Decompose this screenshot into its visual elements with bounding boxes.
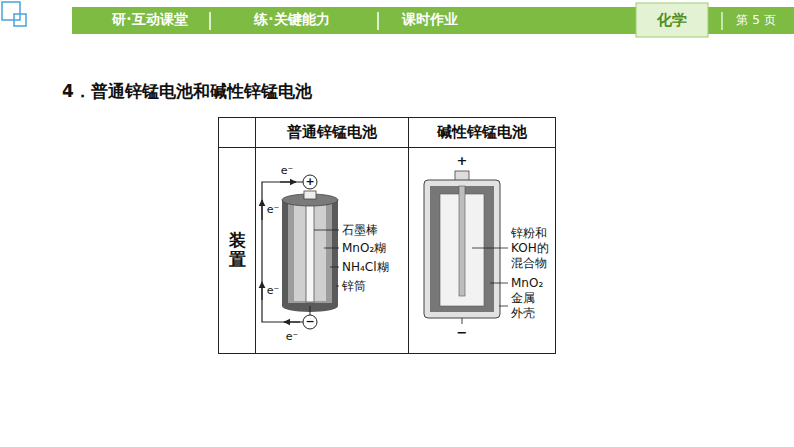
part-label: 锌粉和KOH的混合物: [511, 226, 553, 271]
nav-tab: 练·关键能力: [254, 11, 329, 29]
subject-tab: 化学: [657, 11, 687, 30]
terminal-sign: +: [305, 175, 314, 189]
part-label: 锌筒: [342, 279, 366, 294]
row-header: 装置: [229, 231, 246, 268]
electron-label: e⁻: [281, 164, 294, 178]
table-header: 普通锌锰电池: [287, 123, 377, 142]
table-header: 碱性锌锰电池: [437, 123, 527, 142]
nav-tab: 课时作业: [402, 11, 458, 29]
part-label: NH₄Cl糊: [342, 260, 389, 275]
alkaline-battery: [424, 171, 508, 324]
terminal-sign: −: [305, 315, 314, 329]
electron-label: e⁻: [286, 330, 299, 344]
part-label: MnO₂: [511, 276, 543, 291]
part-label: MnO₂糊: [342, 241, 386, 256]
electron-label: e⁻: [267, 284, 280, 298]
electron-label: e⁻: [267, 203, 280, 217]
table-grid: [219, 118, 556, 354]
page-number: 第 5 页: [736, 13, 775, 28]
ordinary-battery: [262, 175, 339, 329]
terminal-sign: +: [457, 153, 468, 169]
terminal-sign: −: [457, 325, 468, 341]
part-label: 金属外壳: [511, 291, 537, 321]
header-decoration: [2, 2, 794, 37]
part-label: 石墨棒: [342, 223, 378, 238]
nav-tab: 研·互动课堂: [112, 11, 187, 29]
section-title: 4．普通锌锰电池和碱性锌锰电池: [62, 81, 312, 102]
